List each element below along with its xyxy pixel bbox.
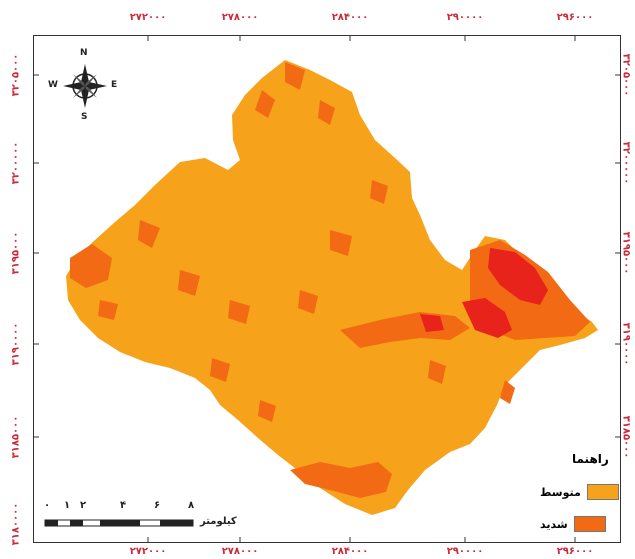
scale-num-4: ۲ xyxy=(80,500,87,511)
scale-unit: کیلومتر xyxy=(200,516,237,527)
very-severe-erosion-patches xyxy=(420,248,548,338)
legend-title: راهنما xyxy=(572,452,609,466)
scale-num-3: ۴ xyxy=(120,500,127,511)
scale-num-5: ۱ xyxy=(64,500,71,511)
legend-item-severe: شدید xyxy=(540,516,606,532)
x-tick-bottom-5: ۲۹۶۰۰۰ xyxy=(556,546,594,557)
legend-swatch-severe xyxy=(573,516,606,532)
x-tick-top-1: ۲۷۲۰۰۰ xyxy=(129,12,167,23)
x-tick-top-5: ۲۹۶۰۰۰ xyxy=(556,12,594,23)
compass-e: E xyxy=(111,80,118,90)
x-tick-bottom-2: ۲۷۸۰۰۰ xyxy=(221,546,259,557)
x-tick-top-3: ۲۸۴۰۰۰ xyxy=(331,12,369,23)
x-tick-bottom-3: ۲۸۴۰۰۰ xyxy=(331,546,369,557)
legend-label-severe: شدید xyxy=(540,517,568,531)
scale-num-1: ۸ xyxy=(188,500,195,511)
legend-item-moderate: متوسط xyxy=(540,484,619,500)
legend-swatch-moderate xyxy=(586,484,619,500)
compass-s: S xyxy=(81,112,88,122)
scale-bar xyxy=(44,519,194,527)
frame-ticks xyxy=(33,35,621,543)
scale-num-2: ۶ xyxy=(154,500,161,511)
scale-num-6: ۰ xyxy=(44,500,51,511)
x-tick-bottom-4: ۲۹۰۰۰۰ xyxy=(446,546,484,557)
map-frame xyxy=(33,35,621,543)
moderate-erosion-region xyxy=(66,60,598,515)
x-tick-top-2: ۲۷۸۰۰۰ xyxy=(221,12,259,23)
north-arrow-icon xyxy=(63,64,107,108)
x-tick-bottom-1: ۲۷۲۰۰۰ xyxy=(129,546,167,557)
compass-w: W xyxy=(48,80,58,90)
legend-label-moderate: متوسط xyxy=(540,485,581,499)
compass-n: N xyxy=(80,48,88,58)
x-tick-top-4: ۲۹۰۰۰۰ xyxy=(446,12,484,23)
